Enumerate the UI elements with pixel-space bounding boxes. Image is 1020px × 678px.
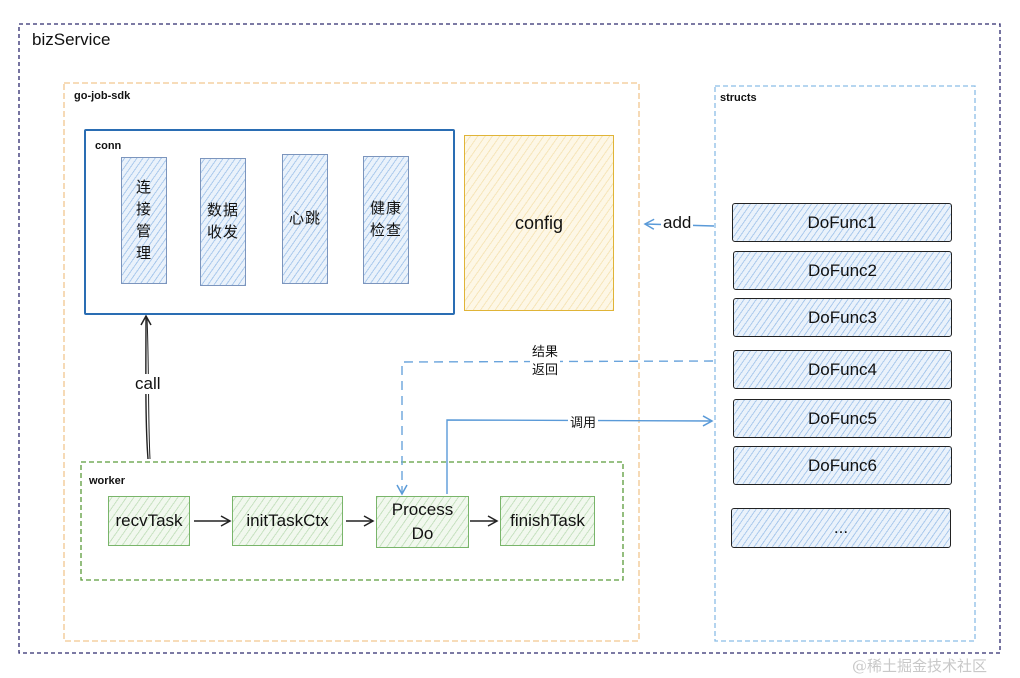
structs-label: structs xyxy=(720,92,757,104)
structs-border xyxy=(714,85,976,642)
struct-func-more: ... xyxy=(731,508,951,548)
call-label: call xyxy=(133,374,163,394)
add-label: add xyxy=(661,213,694,233)
config-box: config xyxy=(464,135,614,311)
conn-module-health-check: 健康检查 xyxy=(363,156,409,284)
conn-module-label: 连接管理 xyxy=(135,178,152,262)
conn-module-label: 健康检查 xyxy=(369,200,402,239)
conn-module-heartbeat: 心跳 xyxy=(282,154,328,284)
step-finish-task: finishTask xyxy=(500,496,595,546)
func-label: DoFunc1 xyxy=(807,212,877,232)
step-label: recvTask xyxy=(115,511,183,530)
step-init-task-ctx: initTaskCtx xyxy=(232,496,343,546)
worker-border xyxy=(80,461,624,581)
go-job-sdk-label: go-job-sdk xyxy=(74,90,131,102)
conn-label: conn xyxy=(95,140,122,152)
invoke-label: 调用 xyxy=(568,414,599,432)
struct-func-6: DoFunc6 xyxy=(733,446,952,485)
config-label: config xyxy=(514,212,564,233)
conn-container: conn xyxy=(84,129,455,315)
struct-func-2: DoFunc2 xyxy=(733,251,952,290)
func-label: DoFunc6 xyxy=(808,455,877,475)
biz-service-label: bizService xyxy=(32,30,111,49)
struct-func-4: DoFunc4 xyxy=(733,350,952,389)
result-return-arrow xyxy=(396,360,714,496)
func-label: DoFunc5 xyxy=(808,408,877,428)
conn-module-label: 数据收发 xyxy=(206,202,239,241)
biz-service-border xyxy=(18,23,1001,654)
step-label: initTaskCtx xyxy=(246,511,329,530)
func-label: ... xyxy=(833,518,849,537)
worker-label: worker xyxy=(89,475,126,487)
step-label: finishTask xyxy=(510,511,585,530)
struct-func-5: DoFunc5 xyxy=(733,399,952,438)
conn-module-data-transfer: 数据收发 xyxy=(200,158,246,286)
conn-module-connection-mgmt: 连接管理 xyxy=(121,157,167,284)
func-label: DoFunc2 xyxy=(808,260,877,280)
step-process-do: Process Do xyxy=(376,496,469,548)
step-recv-task: recvTask xyxy=(108,496,190,546)
watermark: @稀土掘金技术社区 xyxy=(852,657,988,675)
result-return-label: 结果 返回 xyxy=(530,343,561,379)
invoke-arrow xyxy=(446,415,714,494)
step-label: Process Do xyxy=(391,500,454,543)
func-label: DoFunc4 xyxy=(808,359,877,379)
result-return-label-line2: 返回 xyxy=(532,362,559,377)
struct-func-3: DoFunc3 xyxy=(733,298,952,337)
conn-module-label: 心跳 xyxy=(288,210,321,227)
struct-func-1: DoFunc1 xyxy=(732,203,952,242)
result-return-label-line1: 结果 xyxy=(532,344,559,359)
func-label: DoFunc3 xyxy=(808,307,877,327)
